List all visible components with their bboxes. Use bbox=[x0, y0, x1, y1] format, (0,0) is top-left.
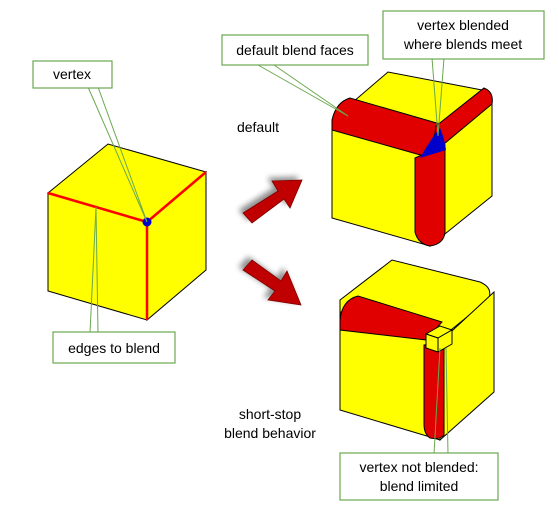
not-blended-label-line1: vertex not blended: bbox=[359, 459, 478, 475]
default-vertex-patch bbox=[420, 128, 446, 158]
vertex-blended-label-line2: where blends meet bbox=[403, 36, 522, 52]
default-blend-vertical bbox=[414, 144, 446, 247]
vertex-not-blended-callout: vertex not blended: blend limited bbox=[339, 452, 499, 501]
shortstop-blend-vertical bbox=[423, 341, 445, 440]
shortstop-vertex-notch-right bbox=[437, 329, 453, 353]
vertex-callout-label: vertex bbox=[53, 66, 91, 82]
blend-edge-right bbox=[146, 171, 207, 223]
arrow-to-short-stop bbox=[242, 259, 302, 306]
blend-edge-left bbox=[47, 191, 148, 224]
vertex-blended-label-line1: vertex blended bbox=[417, 17, 509, 33]
callout-leaders bbox=[87, 57, 449, 455]
default-blend-faces-label: default blend faces bbox=[236, 42, 354, 58]
default-blend-right bbox=[431, 87, 493, 156]
short-stop-label-line1: short-stop bbox=[239, 406, 301, 422]
arrow-to-default bbox=[242, 179, 303, 224]
edges-to-blend-callout: edges to blend bbox=[52, 331, 176, 364]
edges-to-blend-label: edges to blend bbox=[68, 340, 160, 356]
short-stop-blend-cube bbox=[339, 259, 495, 442]
input-cube bbox=[46, 143, 208, 322]
short-stop-label-line2: blend behavior bbox=[224, 425, 316, 441]
not-blended-label-line2: blend limited bbox=[380, 478, 459, 494]
vertex-blended-callout: vertex blended where blends meet bbox=[382, 10, 545, 60]
default-blend-faces-callout: default blend faces bbox=[221, 34, 369, 66]
vertex-callout: vertex bbox=[32, 60, 113, 89]
default-label: default bbox=[237, 119, 279, 135]
default-blend-cube bbox=[331, 71, 493, 248]
